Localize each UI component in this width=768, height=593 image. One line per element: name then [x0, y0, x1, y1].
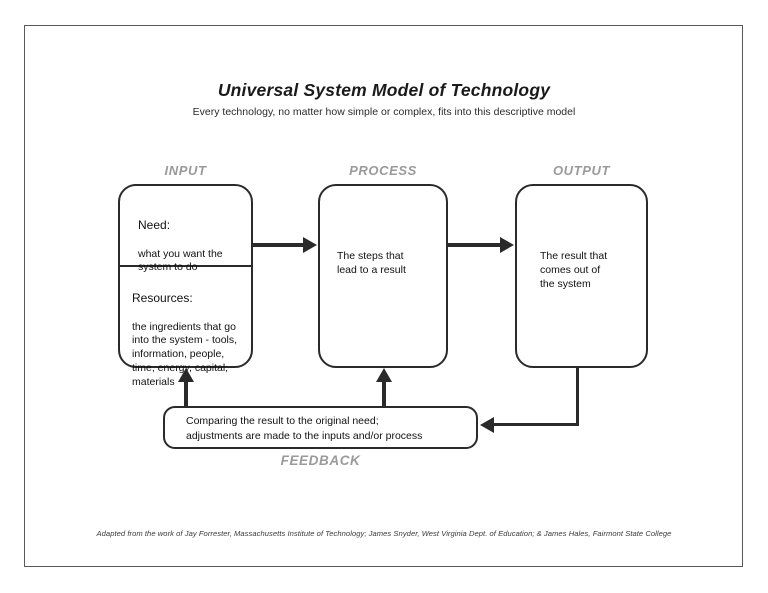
stage-label-process: PROCESS	[349, 163, 417, 178]
arrow-into-feedback-head	[480, 417, 494, 433]
stage-label-output: OUTPUT	[552, 163, 611, 178]
arrow-process-to-output-head	[500, 237, 514, 253]
input-need-cell: Need: what you want the system to do	[138, 204, 248, 275]
input-need-heading: Need:	[138, 217, 171, 232]
process-body: The steps that lead to a result	[337, 250, 406, 276]
feedback-loop-vertical	[576, 368, 580, 426]
page-title: Universal System Model of Technology	[217, 80, 551, 100]
page-subtitle: Every technology, no matter how simple o…	[192, 106, 576, 118]
output-body: The result that comes out of the system	[540, 250, 608, 290]
input-box	[118, 184, 253, 368]
arrow-feedback-to-input-shaft	[184, 380, 188, 406]
input-box-divider	[118, 265, 253, 267]
stage-label-feedback: FEEDBACK	[280, 453, 361, 468]
arrow-feedback-to-process-head	[376, 368, 392, 382]
feedback-box	[163, 406, 478, 449]
feedback-loop-horizontal	[494, 423, 579, 427]
arrow-input-to-process-head	[303, 237, 317, 253]
input-need-body: what you want the system to do	[138, 247, 223, 274]
attribution-footer: Adapted from the work of Jay Forrester, …	[96, 529, 672, 538]
arrow-input-to-process-shaft	[253, 243, 305, 247]
feedback-text: Comparing the result to the original nee…	[186, 415, 423, 443]
input-resources-cell: Resources: the ingredients that go into …	[132, 277, 250, 390]
arrow-feedback-to-process-shaft	[382, 380, 386, 406]
arrow-feedback-to-input-head	[178, 368, 194, 382]
output-box	[515, 184, 648, 368]
arrow-process-to-output-shaft	[448, 243, 501, 247]
stage-label-input: INPUT	[164, 163, 207, 178]
process-box	[318, 184, 448, 368]
input-resources-body: the ingredients that go into the system …	[132, 320, 238, 389]
input-resources-heading: Resources:	[132, 290, 193, 305]
